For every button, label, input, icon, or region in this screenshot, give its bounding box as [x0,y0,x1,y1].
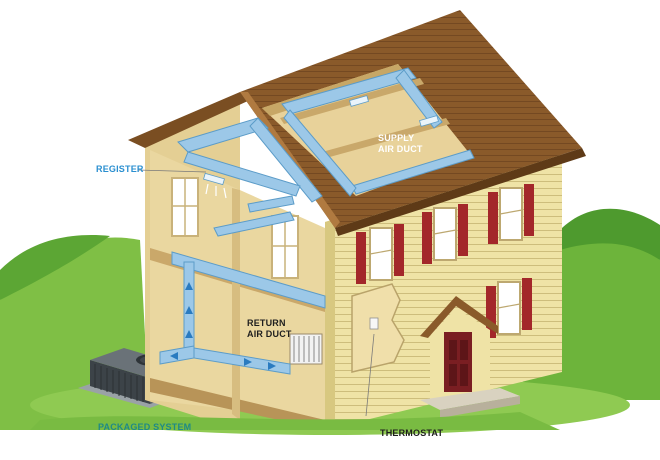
supply-air-duct [159,67,475,375]
supply-label-line2: AIR DUCT [378,144,423,154]
return-label-line1: RETURN [247,318,286,328]
register-label: REGISTER [96,164,144,174]
return-label-line2: AIR DUCT [247,329,292,339]
supply-label-line1: SUPPLY [378,133,415,143]
label-leaders [137,169,375,417]
foreground-grass [30,412,560,430]
return-air-duct-label: RETURN AIR DUCT [247,318,292,340]
packaged-system-label: PACKAGED SYSTEM [98,422,192,432]
facade-windows [356,184,534,338]
supply-air-duct-label: SUPPLY AIR DUCT [378,133,423,155]
front-porch [420,296,520,418]
thermostat-label: THERMOSTAT [380,428,444,438]
